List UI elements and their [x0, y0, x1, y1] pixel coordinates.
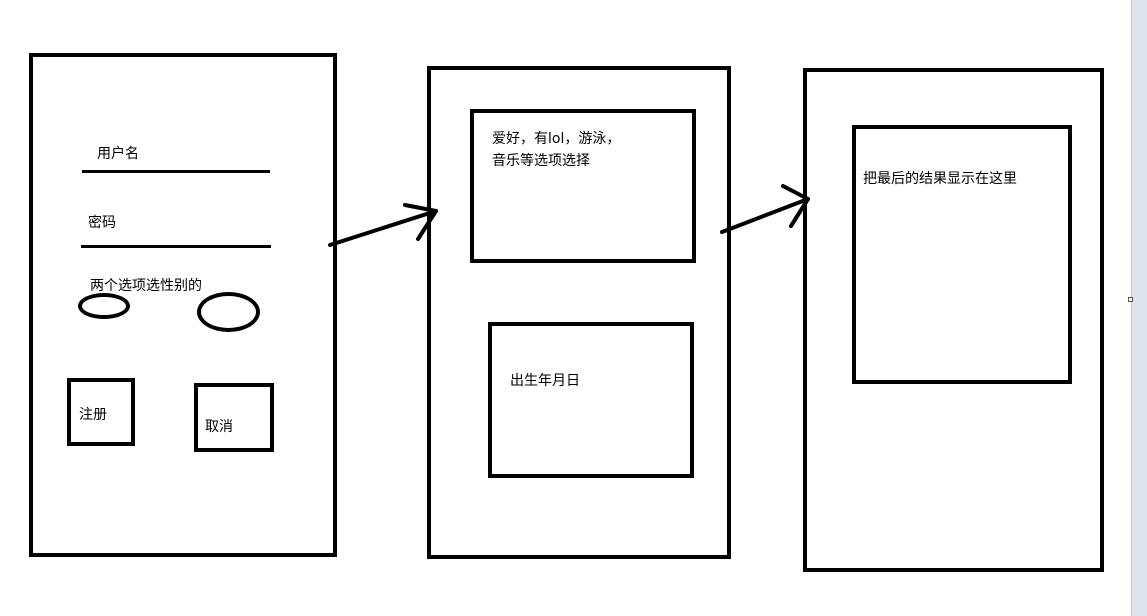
cancel-button[interactable]: 取消 — [194, 383, 274, 452]
username-label: 用户名 — [97, 146, 139, 162]
birthdate-text: 出生年月日 — [510, 373, 580, 389]
register-button-label: 注册 — [79, 407, 107, 423]
birthdate-box[interactable] — [488, 322, 694, 478]
window-edge — [1131, 0, 1147, 616]
hobby-text: 爱好，有lol，游泳，音乐等选项选择 — [492, 131, 621, 169]
gender-option-1[interactable] — [78, 293, 130, 319]
result-text: 把最后的结果显示在这里 — [863, 171, 1017, 187]
register-button[interactable]: 注册 — [67, 378, 135, 446]
cancel-button-label: 取消 — [205, 419, 233, 435]
resize-handle[interactable] — [1128, 297, 1133, 302]
username-input-line[interactable] — [82, 170, 270, 173]
gender-option-2[interactable] — [197, 292, 260, 332]
arrow-1 — [328, 203, 438, 247]
hobby-box[interactable] — [470, 109, 696, 263]
arrow-2 — [720, 184, 810, 234]
gender-label: 两个选项选性别的 — [90, 278, 202, 294]
password-input-line[interactable] — [81, 245, 271, 248]
result-box — [852, 125, 1072, 384]
password-label: 密码 — [88, 215, 116, 231]
